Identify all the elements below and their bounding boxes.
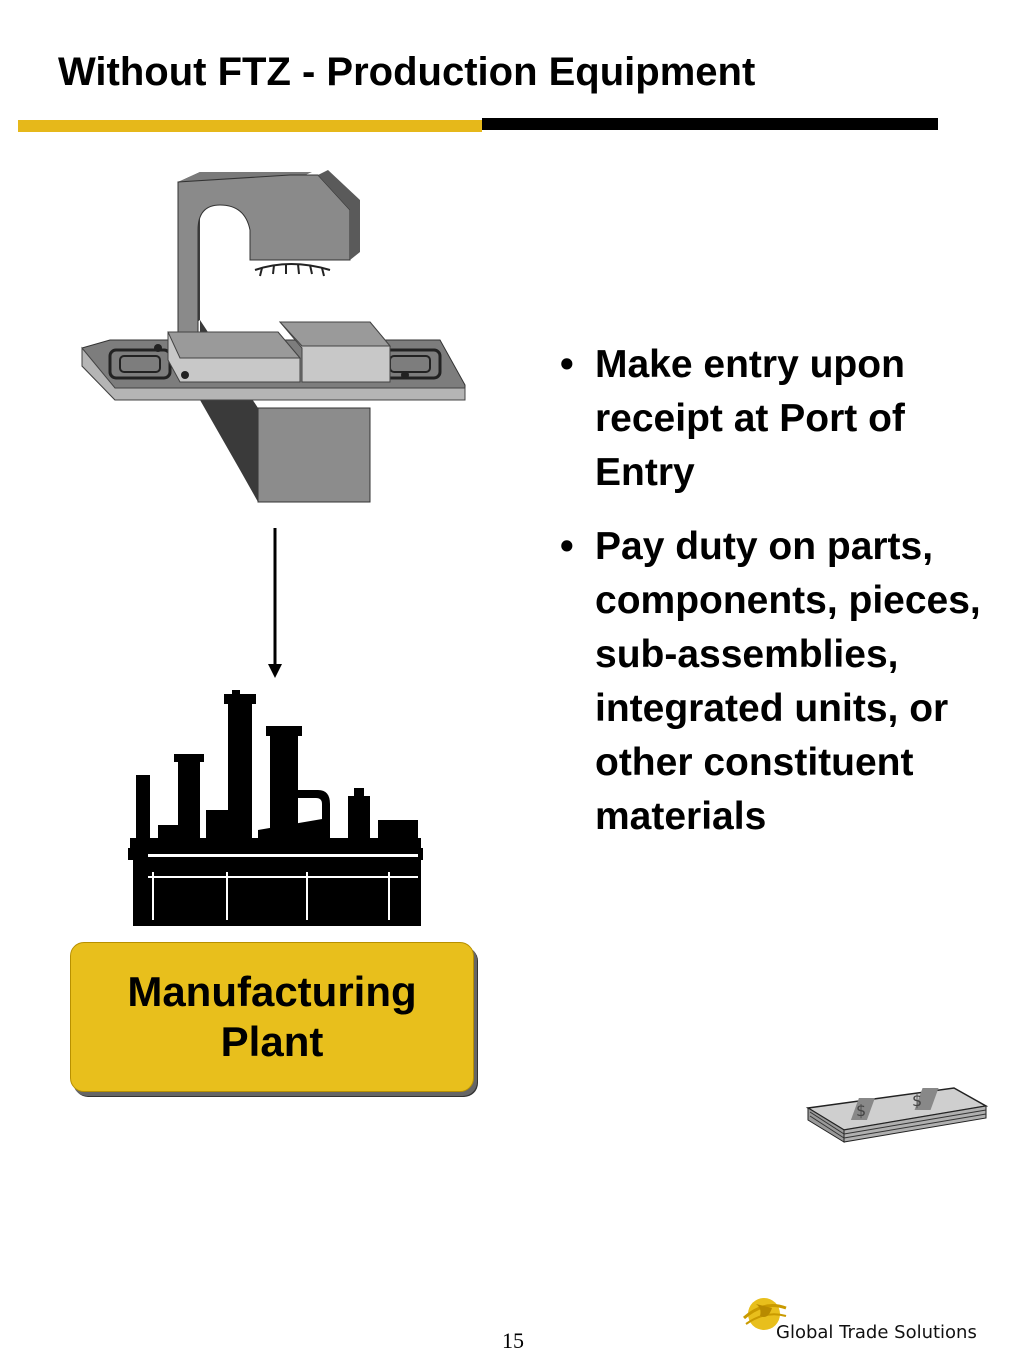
globe-logo-icon [742,1298,787,1330]
page-number: 15 [502,1328,524,1353]
svg-text:$: $ [912,1091,922,1110]
slide-title: Without FTZ - Production Equipment [58,50,756,94]
money-stack-icon: $ $ [805,1087,989,1143]
plant-label-line1: Manufacturing [127,968,417,1015]
bullet-dot-icon: • [560,343,574,386]
down-arrow-icon [268,528,282,678]
bullet-text: Pay duty on parts, components, pieces, s… [595,525,981,838]
plant-label-line2: Plant [220,1018,324,1065]
manufacturing-plant-label: Manufacturing Plant [70,942,474,1092]
bullet-text: Make entry upon receipt at Port of Entry [595,343,905,494]
bullet-dot-icon: • [560,525,574,568]
bullet-list: • Make entry upon receipt at Port of Ent… [560,338,1000,864]
svg-text:$: $ [856,1101,866,1120]
title-rule-black [482,118,938,130]
bullet-item: • Make entry upon receipt at Port of Ent… [560,338,1000,500]
factory-icon [128,690,423,926]
company-name: Global Trade Solutions [776,1322,977,1343]
production-machine-icon [81,170,466,503]
bullet-item: • Pay duty on parts, components, pieces,… [560,520,1000,844]
title-rule-yellow [18,120,482,132]
